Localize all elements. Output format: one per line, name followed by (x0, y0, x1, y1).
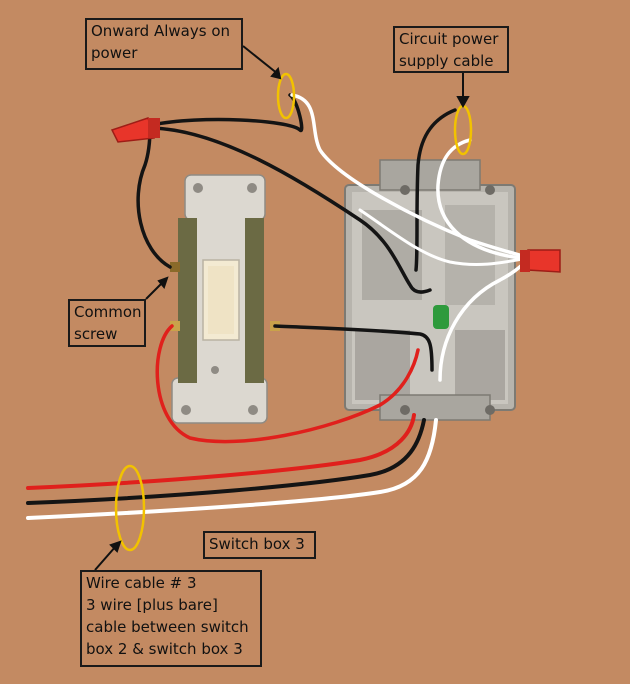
white-onward-wire (290, 93, 532, 260)
wire-cable-line-2: 3 wire [plus bare] (86, 596, 218, 614)
switch-box-label: Switch box 3 (203, 531, 316, 559)
black-switch-to-box (273, 324, 434, 372)
wire-cable-3-ring (114, 464, 146, 552)
onward-power-line-2: power (91, 44, 138, 62)
common-screw-line-1: Common (74, 303, 142, 321)
white-supply-wire (436, 138, 522, 260)
wire-cable-line-3: cable between switch (86, 618, 249, 636)
ground-screw-icon (433, 305, 449, 329)
common-screw-icon (170, 262, 180, 272)
cable-red-wire (26, 413, 416, 490)
wire-nut-icon (110, 117, 160, 143)
onward-power-label: Onward Always on power (85, 18, 243, 70)
cable-white-wire (26, 418, 438, 520)
wire-cable-line-1: Wire cable # 3 (86, 574, 197, 592)
cable-black-wire (26, 418, 426, 505)
wirecable-arrowhead (109, 540, 122, 553)
common-arrow (145, 281, 164, 300)
common-screw-line-2: screw (74, 325, 118, 343)
wire-cable-label: Wire cable # 3 3 wire [plus bare] cable … (80, 570, 262, 667)
circuit-supply-label: Circuit power supply cable (393, 26, 509, 73)
switch-box-text: Switch box 3 (209, 535, 305, 553)
circuit-supply-line-1: Circuit power (399, 30, 499, 48)
wirecable-arrow (94, 545, 117, 571)
white-box-inner (358, 208, 530, 267)
black-nut-to-box (150, 126, 432, 294)
circuit-arrowhead (456, 96, 470, 109)
wire-nut-icon (520, 249, 561, 273)
black-common-wire (136, 126, 172, 269)
circuit-supply-line-2: supply cable (399, 52, 494, 70)
red-switch-leg (155, 324, 420, 444)
single-pole-switch-icon (171, 174, 268, 424)
onward-arrow (242, 45, 279, 75)
onward-power-line-1: Onward Always on (91, 22, 230, 40)
common-screw-label: Common screw (68, 299, 146, 347)
black-onward-wire (150, 93, 304, 132)
onward-arrowhead (270, 66, 282, 80)
wire-cable-line-4: box 2 & switch box 3 (86, 640, 243, 658)
brass-screw-left-icon (170, 321, 180, 331)
common-arrowhead (157, 276, 169, 290)
onward-cable-ring (276, 72, 296, 120)
supply-cable-ring (453, 104, 473, 156)
